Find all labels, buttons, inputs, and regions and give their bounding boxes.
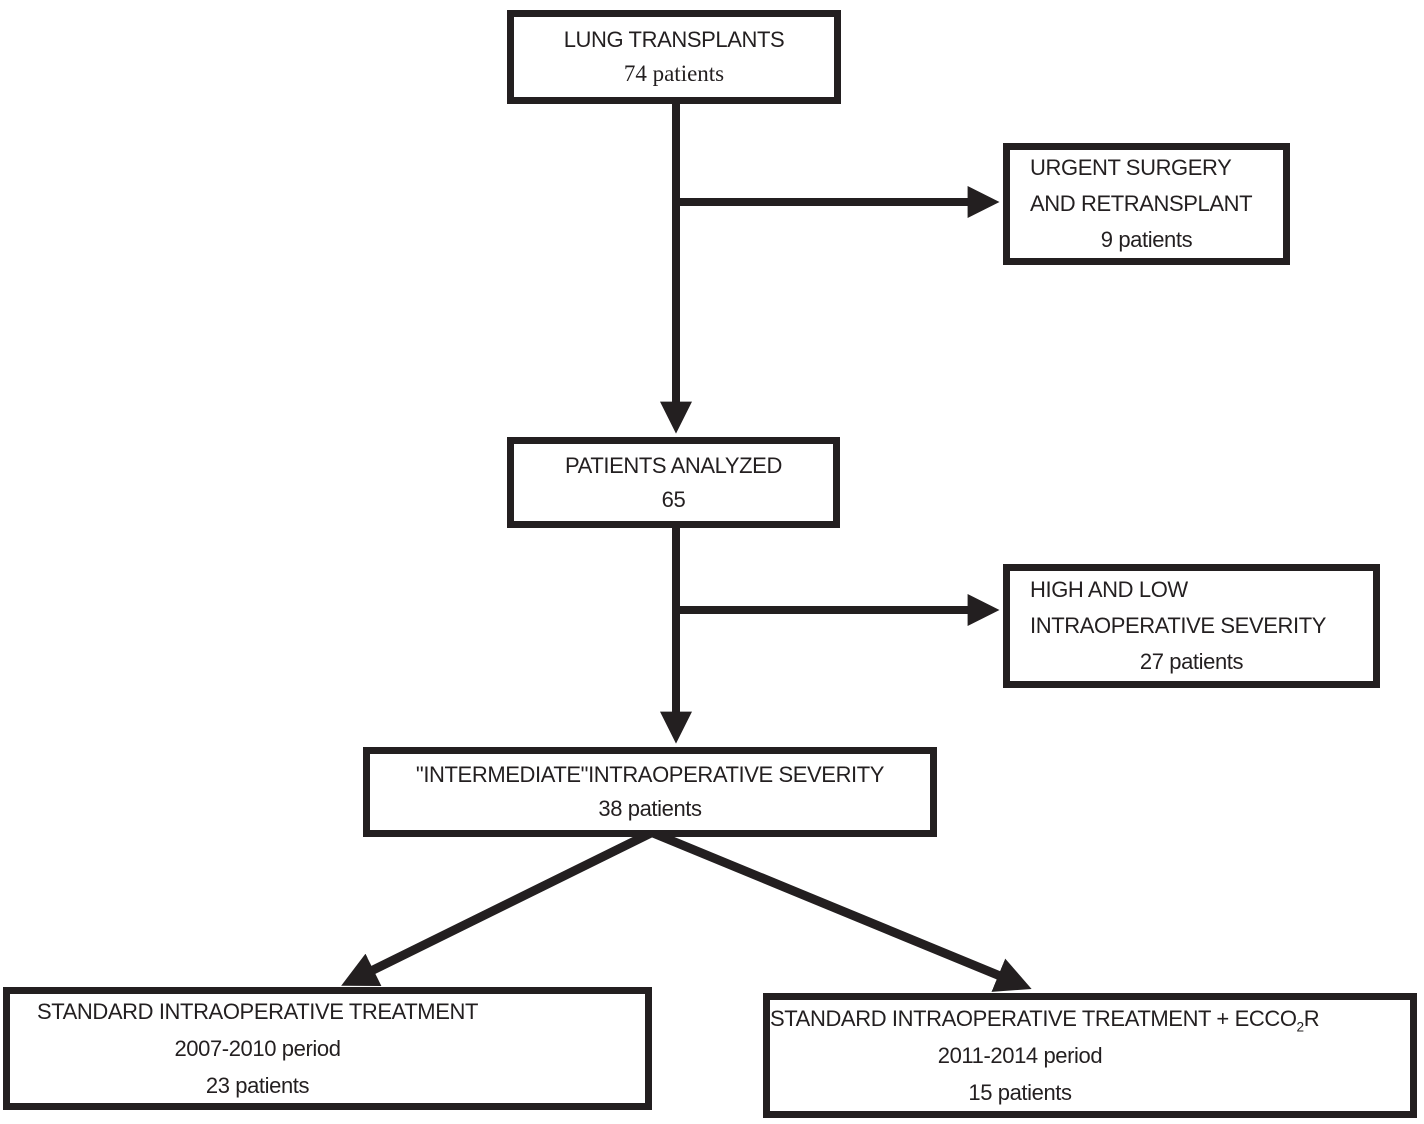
node-lung-transplants: LUNG TRANSPLANTS 74 patients [507,10,841,104]
node-urgent-surgery-title: URGENT SURGERY [1030,155,1232,180]
node-high-low-severity-title2: INTRAOPERATIVE SEVERITY [1030,613,1327,638]
node-intermediate-severity-title: "INTERMEDIATE"INTRAOPERATIVE SEVERITY [415,762,885,787]
node-patients-analyzed-count: 65 [661,486,686,512]
ecco2r-title-prefix: STANDARD INTRAOPERATIVE TREATMENT + ECCO [770,1006,1297,1031]
node-standard-treatment-period: 2007-2010 period [174,1036,341,1061]
node-patients-analyzed: PATIENTS ANALYZED 65 [507,437,840,528]
node-standard-treatment-ecco2r: STANDARD INTRAOPERATIVE TREATMENT + ECCO… [763,993,1417,1118]
node-high-low-severity: HIGH AND LOW INTRAOPERATIVE SEVERITY 27 … [1003,564,1380,688]
node-standard-treatment-title: STANDARD INTRAOPERATIVE TREATMENT [36,999,479,1024]
arrow-to-standard-treatment-ecco2r [651,828,1032,992]
node-standard-treatment-ecco2r-count: 15 patients [968,1080,1072,1105]
node-high-low-severity-title: HIGH AND LOW [1030,577,1188,602]
node-standard-treatment-count: 23 patients [205,1073,310,1098]
node-urgent-surgery: URGENT SURGERY AND RETRANSPLANT 9 patien… [1003,143,1290,265]
node-intermediate-severity-count: 38 patients [598,796,702,821]
node-intermediate-severity: "INTERMEDIATE"INTRAOPERATIVE SEVERITY 38… [363,747,937,837]
ecco2r-title-suffix: R [1303,1006,1320,1031]
node-urgent-surgery-title2: AND RETRANSPLANT [1030,191,1253,216]
ecco2r-title-subscript: 2 [1296,1019,1305,1035]
node-high-low-severity-count: 27 patients [1139,649,1244,674]
arrow-to-standard-treatment [341,828,653,986]
node-standard-treatment-ecco2r-period: 2011-2014 period [937,1043,1103,1068]
node-standard-treatment-ecco2r-title: STANDARD INTRAOPERATIVE TREATMENT + ECCO… [770,1000,1320,1037]
node-standard-treatment: STANDARD INTRAOPERATIVE TREATMENT 2007-2… [3,987,652,1110]
node-lung-transplants-count: 74 patients [623,61,725,86]
node-urgent-surgery-count: 9 patients [1100,227,1193,252]
node-lung-transplants-title: LUNG TRANSPLANTS [563,27,785,52]
node-patients-analyzed-title: PATIENTS ANALYZED [565,452,782,478]
